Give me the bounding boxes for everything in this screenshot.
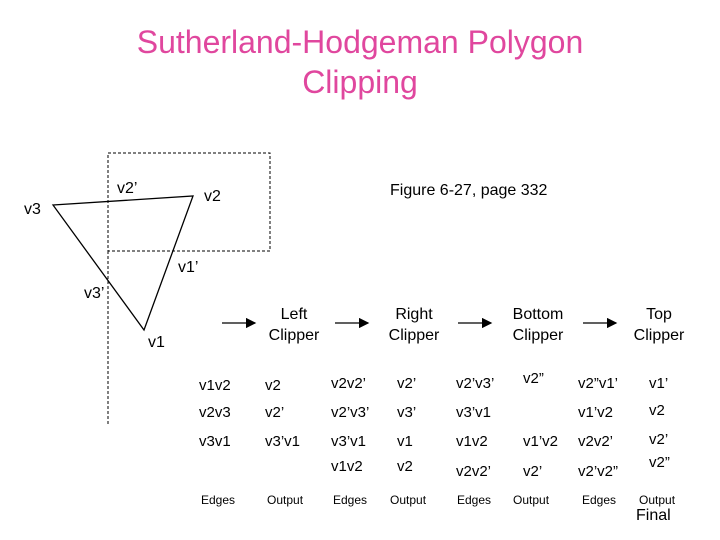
top-output-2: v2 <box>649 402 665 419</box>
top-edge-3: v2v2’ <box>578 433 614 450</box>
left-output-caption: Output <box>267 493 304 507</box>
right-output-caption: Output <box>390 493 427 507</box>
bottom-output-2: v1’v2 <box>523 433 559 450</box>
bottom-output-1: v2” <box>523 370 544 387</box>
slide-title: Sutherland-Hodgeman Polygon Clipping <box>0 22 720 102</box>
right-edge-3: v3’v1 <box>331 433 367 450</box>
vertex-label-v1: v1 <box>148 334 165 351</box>
left-edge-2: v2v3 <box>199 404 231 421</box>
top-output-1: v1’ <box>649 375 669 392</box>
top-edge-1: v2”v1’ <box>578 375 619 392</box>
vertex-label-v3-prime: v3’ <box>84 285 105 302</box>
vertex-label-v2-prime: v2’ <box>117 180 138 197</box>
top-edge-4: v2’v2” <box>578 463 619 480</box>
bottom-edges-caption: Edges <box>457 493 492 507</box>
right-output-2: v3’ <box>397 404 417 421</box>
left-output-1: v2 <box>265 377 281 394</box>
bottom-output-caption: Output <box>513 493 550 507</box>
left-edge-1: v1v2 <box>199 377 231 394</box>
top-output-4: v2” <box>649 454 670 471</box>
bottom-edge-4: v2v2’ <box>456 463 492 480</box>
vertex-label-v1-prime: v1’ <box>178 259 199 276</box>
right-output-3: v1 <box>397 433 413 450</box>
right-edge-2: v2’v3’ <box>331 404 370 421</box>
figure-reference: Figure 6-27, page 332 <box>390 182 548 199</box>
vertex-label-v2: v2 <box>204 188 221 205</box>
title-line-2: Clipping <box>302 64 418 100</box>
clip-window <box>107 152 271 252</box>
top-edges-caption: Edges <box>582 493 617 507</box>
final-label: Final <box>636 507 671 524</box>
bottom-edge-2: v3’v1 <box>456 404 492 421</box>
left-edges-caption: Edges <box>201 493 236 507</box>
left-output-3: v3’v1 <box>265 433 301 450</box>
left-output-2: v2’ <box>265 404 285 421</box>
vertex-label-v3: v3 <box>24 201 41 218</box>
right-output-1: v2’ <box>397 375 417 392</box>
right-edge-1: v2v2’ <box>331 375 367 392</box>
bottom-edge-3: v1v2 <box>456 433 488 450</box>
title-line-1: Sutherland-Hodgeman Polygon <box>136 24 584 60</box>
top-output-3: v2’ <box>649 431 669 448</box>
left-edge-3: v3v1 <box>199 433 231 450</box>
top-output-caption: Output <box>639 493 676 507</box>
right-output-4: v2 <box>397 458 413 475</box>
bottom-output-3: v2’ <box>523 463 543 480</box>
top-edge-2: v1’v2 <box>578 404 614 421</box>
right-edges-caption: Edges <box>333 493 368 507</box>
bottom-edge-1: v2’v3’ <box>456 375 495 392</box>
right-edge-4: v1v2 <box>331 458 363 475</box>
input-triangle <box>51 195 194 332</box>
